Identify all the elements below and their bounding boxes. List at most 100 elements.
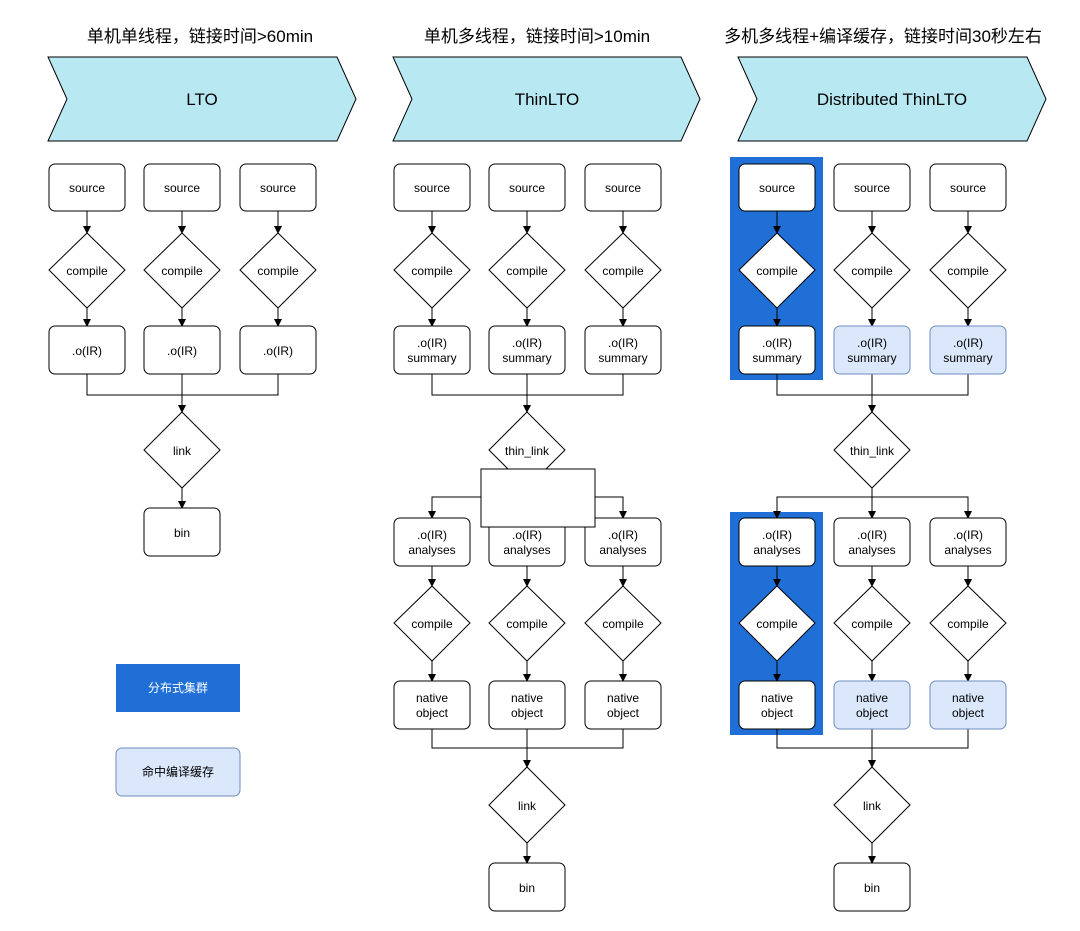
distributed-banner-label: Distributed ThinLTO xyxy=(817,90,967,109)
thinlto-native-line1: native xyxy=(607,691,639,705)
lto-bin-box xyxy=(143,507,221,557)
thinlto-native-box xyxy=(488,680,566,730)
legend-cache-swatch xyxy=(115,747,241,797)
distributed-native-line2: object xyxy=(761,706,794,720)
lto-source-label: source xyxy=(69,181,105,195)
lto-source-label: source xyxy=(260,181,296,195)
thinlto-compile2-label: compile xyxy=(602,617,644,631)
distributed-summary-line2: summary xyxy=(847,351,896,365)
distributed-thin-link-label: thin_link xyxy=(850,444,895,458)
thinlto-analyses-line1: .o(IR) xyxy=(417,528,447,542)
distributed-source-label: source xyxy=(759,181,795,195)
distributed-native-line2: object xyxy=(856,706,889,720)
distributed-compile2-diamond xyxy=(833,585,911,662)
thinlto-summary-line2: summary xyxy=(502,351,551,365)
distributed-analyses-box xyxy=(833,517,911,567)
distributed-source-box xyxy=(929,163,1007,212)
distributed-compile-diamond xyxy=(738,232,816,309)
distributed-native-line2: object xyxy=(952,706,985,720)
thinlto-source-label: source xyxy=(414,181,450,195)
thinlto-source-box xyxy=(584,163,662,212)
thinlto-link-label: link xyxy=(518,799,537,813)
distributed-analyses-line1: .o(IR) xyxy=(762,528,792,542)
thinlto-analyses-box xyxy=(584,517,662,567)
thinlto-analyses-line2: analyses xyxy=(599,543,646,557)
thinlto-compile2-diamond xyxy=(584,585,662,662)
thinlto-native-line2: object xyxy=(416,706,449,720)
thinlto-native-line2: object xyxy=(511,706,544,720)
thinlto-compile2-diamond xyxy=(393,585,471,662)
distributed-source-label: source xyxy=(950,181,986,195)
distributed-source-label: source xyxy=(854,181,890,195)
thinlto-compile-label: compile xyxy=(411,264,453,278)
distributed-compile-label: compile xyxy=(756,264,798,278)
thinlto-native-box xyxy=(393,680,471,730)
thinlto-source-box xyxy=(393,163,471,212)
lto-source-label: source xyxy=(164,181,200,195)
thinlto-summary-box xyxy=(584,325,662,375)
thinlto-native-line2: object xyxy=(607,706,640,720)
thinlto-analyses-line1: .o(IR) xyxy=(512,528,542,542)
distributed-analyses-box xyxy=(929,517,1007,567)
distributed-summary-line1: .o(IR) xyxy=(857,336,887,350)
distributed-native-line1: native xyxy=(856,691,888,705)
thinlto-source-box xyxy=(488,163,566,212)
thinlto-compile2-diamond xyxy=(488,585,566,662)
legend-cluster-swatch xyxy=(116,664,240,712)
lto-link-label: link xyxy=(173,444,192,458)
distributed-native-line1: native xyxy=(952,691,984,705)
lto-banner-label: LTO xyxy=(186,90,218,109)
lto-column-title: 单机单线程，链接时间>60min xyxy=(87,27,313,46)
thinlto-native-line1: native xyxy=(511,691,543,705)
lto-bin-label: bin xyxy=(174,526,190,540)
thinlto-bin-box xyxy=(488,862,566,912)
thinlto-source-label: source xyxy=(605,181,641,195)
distributed-native-box-cached xyxy=(833,680,911,730)
thinlto-banner xyxy=(392,56,701,142)
thinlto-compile2-label: compile xyxy=(506,617,548,631)
distributed-native-box-cached xyxy=(929,680,1007,730)
thinlto-summary-line1: .o(IR) xyxy=(512,336,542,350)
distributed-analyses-line2: analyses xyxy=(944,543,991,557)
thinlto-bin-label: bin xyxy=(519,881,535,895)
distributed-bin-box xyxy=(833,862,911,912)
distributed-compile-label: compile xyxy=(851,264,893,278)
thinlto-summary-box xyxy=(393,325,471,375)
lto-ir-box xyxy=(239,325,317,375)
lto-compile-diamond xyxy=(239,232,317,309)
thinlto-summary-line2: summary xyxy=(598,351,647,365)
distributed-analyses-line2: analyses xyxy=(753,543,800,557)
thinlto-column-title: 单机多线程，链接时间>10min xyxy=(424,27,650,46)
thinlto-analyses-line1: .o(IR) xyxy=(608,528,638,542)
distributed-compile2-diamond xyxy=(929,585,1007,662)
distributed-native-box xyxy=(738,680,816,730)
distributed-banner xyxy=(737,56,1047,142)
thinlto-compile-diamond xyxy=(584,232,662,309)
distributed-native-line1: native xyxy=(761,691,793,705)
thinlto-thin-link-label: thin_link xyxy=(505,444,550,458)
lto-ir-label: .o(IR) xyxy=(167,344,197,358)
thinlto-native-box xyxy=(584,680,662,730)
distributed-summary-box-cached xyxy=(929,325,1007,375)
distributed-summary-box-cached xyxy=(833,325,911,375)
lto-ir-box xyxy=(48,325,126,375)
thinlto-analyses-box xyxy=(393,517,471,567)
lto-ir-label: .o(IR) xyxy=(263,344,293,358)
distributed-summary-line2: summary xyxy=(943,351,992,365)
lto-compile-diamond xyxy=(143,232,221,309)
lto-link-diamond xyxy=(143,411,221,489)
lto-source-box xyxy=(143,163,221,212)
distributed-column-title: 多机多线程+编译缓存，链接时间30秒左右 xyxy=(724,27,1042,46)
thinlto-link-diamond xyxy=(488,766,566,844)
lto-ir-box xyxy=(143,325,221,375)
lto-compile-diamond xyxy=(48,232,126,309)
distributed-link-label: link xyxy=(863,799,882,813)
distributed-bin-label: bin xyxy=(864,881,880,895)
thinlto-summary-box xyxy=(488,325,566,375)
distributed-compile2-label: compile xyxy=(947,617,989,631)
thinlto-analyses-line2: analyses xyxy=(503,543,550,557)
thinlto-summary-line1: .o(IR) xyxy=(417,336,447,350)
lto-banner xyxy=(47,56,357,142)
distributed-summary-line1: .o(IR) xyxy=(953,336,983,350)
thinlto-native-line1: native xyxy=(416,691,448,705)
